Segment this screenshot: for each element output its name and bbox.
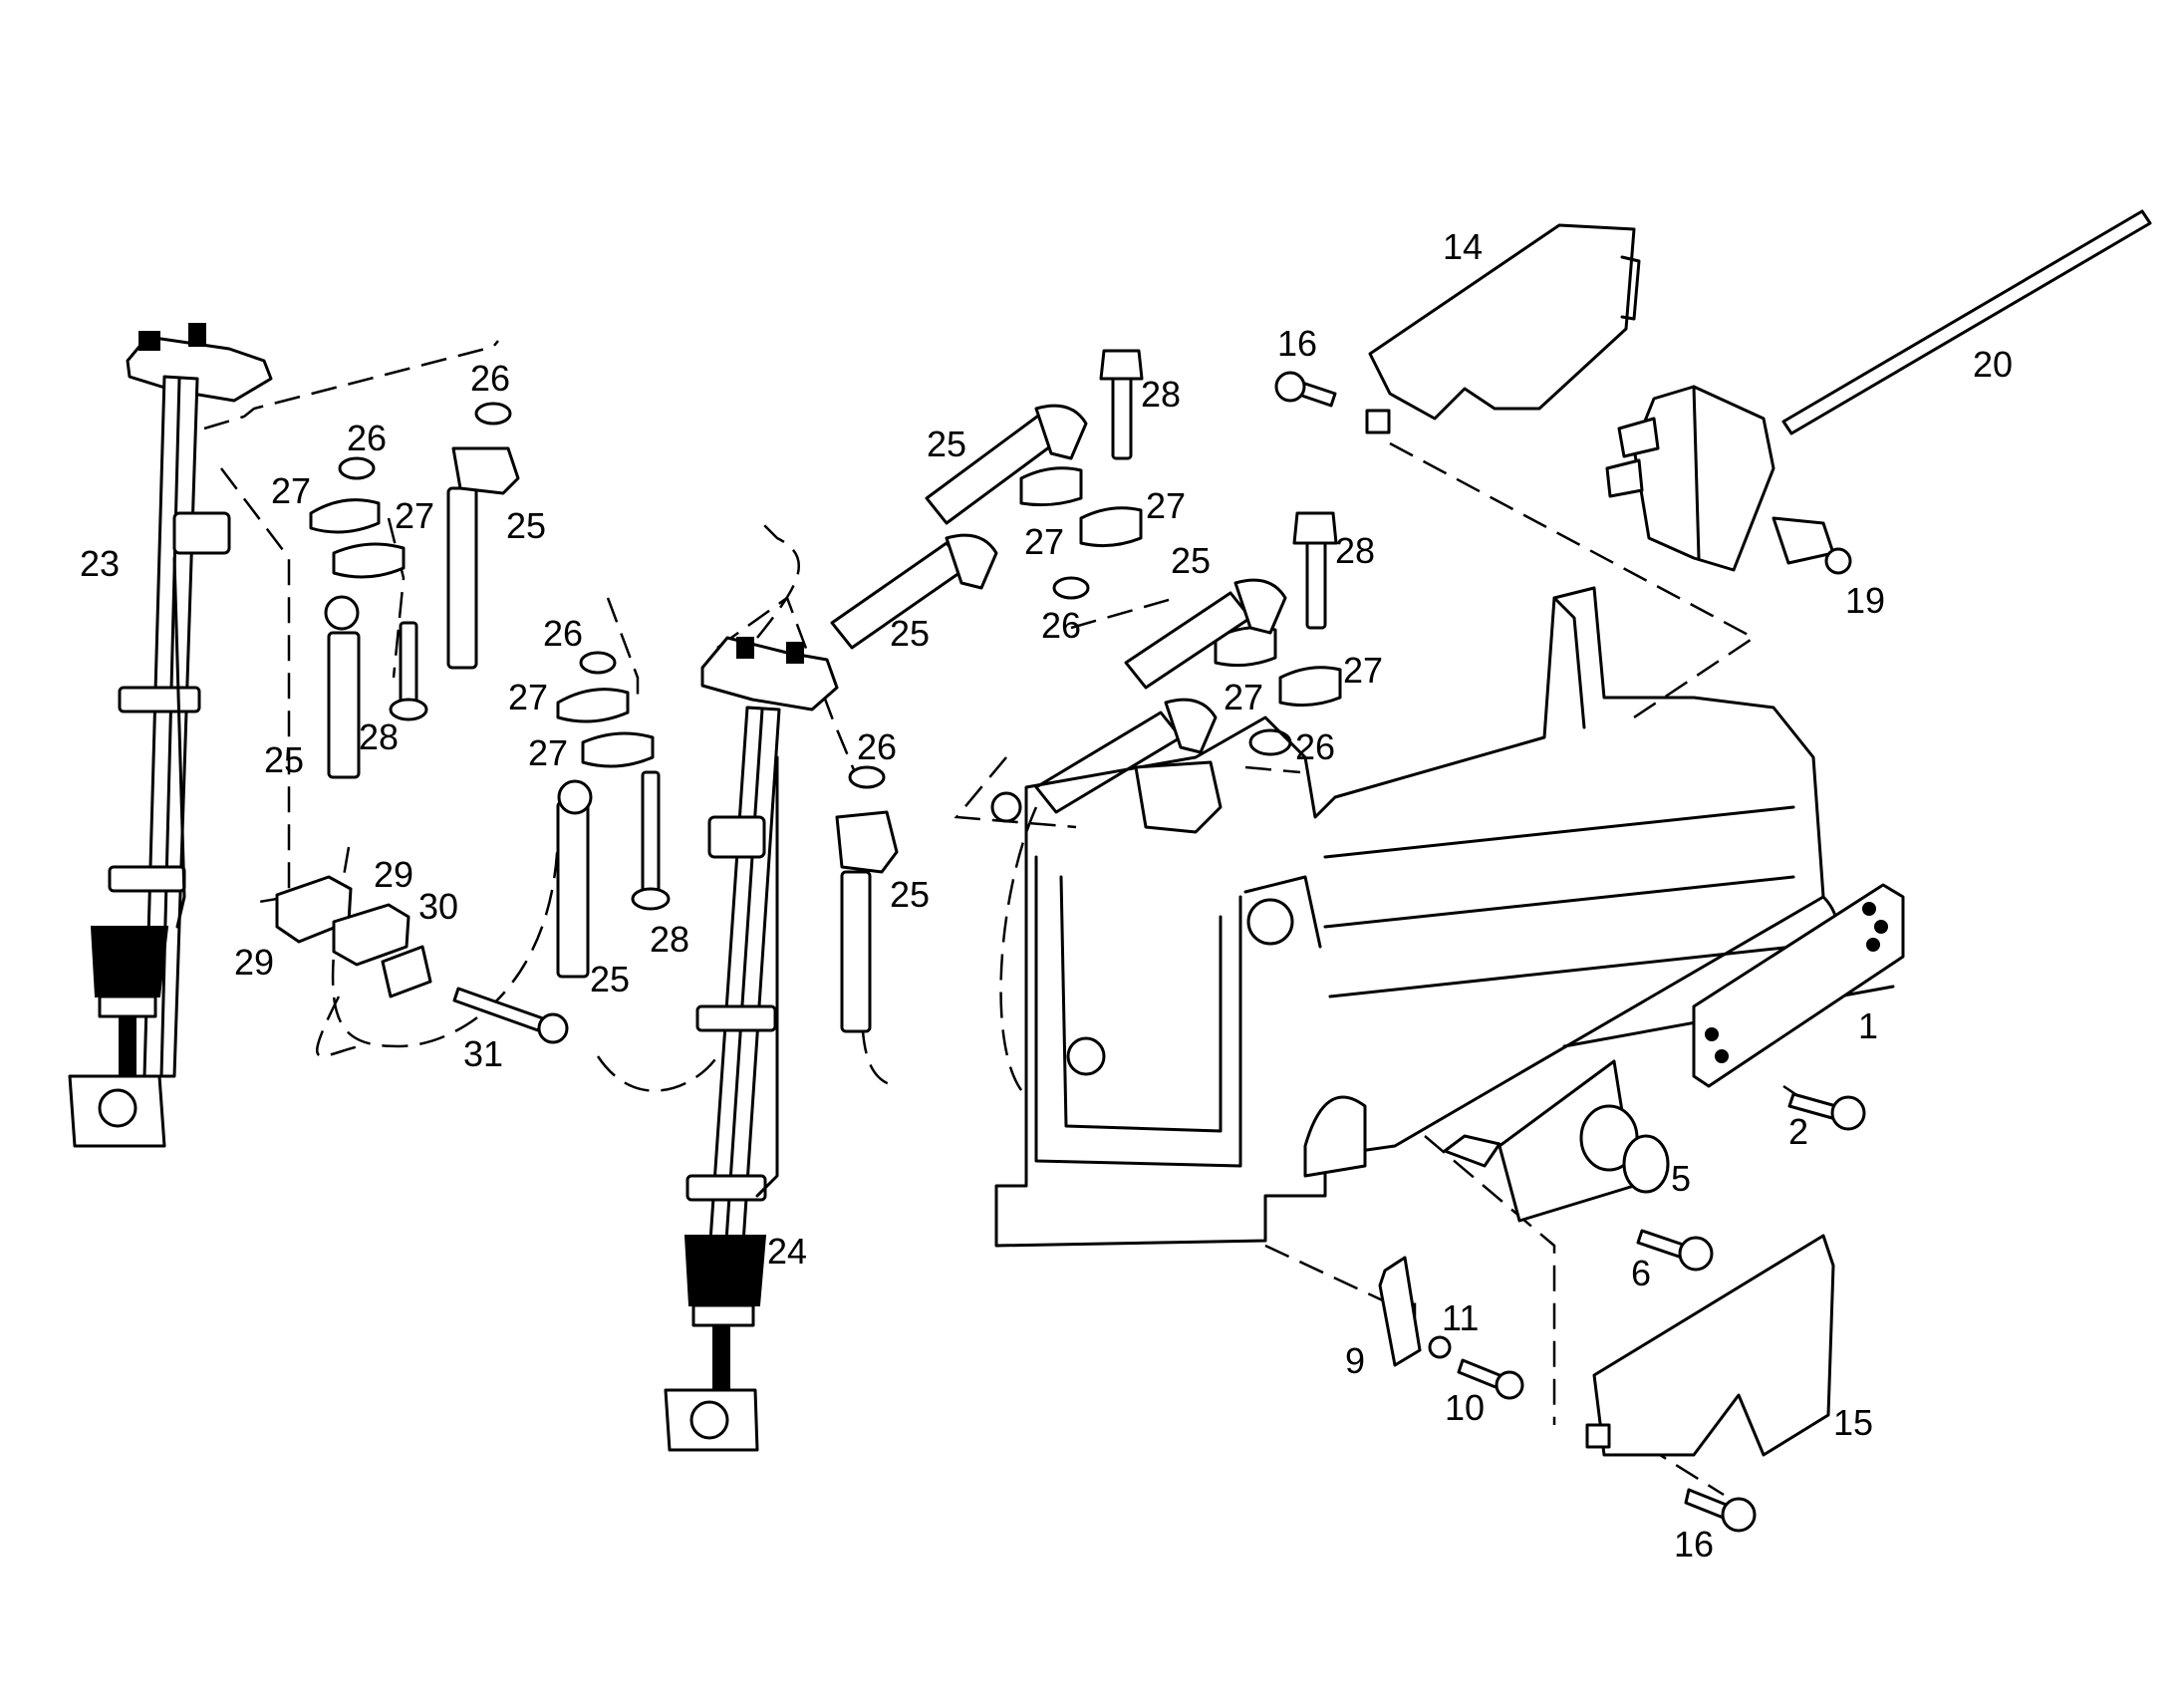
hydraulic-cylinder-23	[68, 323, 273, 1148]
callout-label: 19	[1845, 580, 1885, 621]
callout-label: 26	[1295, 726, 1335, 767]
callout-label: 27	[271, 470, 311, 511]
hydraulic-cylinder-24	[664, 636, 839, 1452]
callout-label: 15	[1833, 1402, 1873, 1443]
callout-label: 28	[1335, 530, 1375, 571]
callout-label: 16	[1674, 1524, 1714, 1564]
callout-label: 29	[234, 942, 274, 983]
loader-frame	[990, 586, 1895, 1248]
callout-label: 26	[1041, 605, 1081, 646]
assembly-leader-lines	[203, 340, 1814, 1497]
callout-label: 24	[767, 1231, 807, 1272]
callout-label: 25	[590, 959, 630, 999]
callout-label: 26	[470, 358, 510, 399]
callout-label: 25	[927, 424, 966, 464]
control-valve-19	[1605, 385, 1852, 575]
callout-label: 27	[1146, 485, 1186, 526]
callout-label: 25	[890, 874, 930, 915]
callout-label: 25	[890, 613, 930, 654]
callout-label: 9	[1345, 1340, 1365, 1381]
callout-label: 31	[463, 1033, 503, 1074]
callout-label: 27	[508, 677, 548, 717]
callout-label: 29	[374, 854, 413, 895]
control-rod-20	[1781, 209, 2152, 435]
callout-label: 28	[1141, 374, 1181, 415]
callout-label: 23	[80, 543, 120, 584]
callout-label: 26	[857, 726, 897, 767]
callout-label: 28	[359, 716, 399, 757]
callout-label: 28	[650, 919, 689, 960]
callout-label: 26	[543, 613, 583, 654]
callout-label: 6	[1631, 1253, 1651, 1293]
callout-label: 25	[506, 505, 546, 546]
side-plates-and-shields	[1274, 223, 1905, 1533]
callout-label: 26	[347, 418, 387, 458]
callout-label: 27	[1224, 677, 1263, 717]
callout-label: 20	[1973, 344, 2013, 385]
callout-label: 27	[1343, 650, 1383, 691]
callout-label: 25	[264, 739, 304, 780]
callout-labels: 2324252525252525252626262626262727272727…	[80, 226, 2013, 1564]
callout-label: 25	[1171, 540, 1211, 581]
callout-label: 27	[395, 495, 434, 536]
callout-label: 27	[1024, 521, 1064, 562]
fittings-and-hoses	[275, 349, 1342, 1044]
callout-label: 2	[1788, 1111, 1808, 1152]
callout-label: 5	[1671, 1158, 1691, 1199]
callout-label: 27	[528, 732, 568, 773]
callout-label: 10	[1445, 1387, 1485, 1428]
callout-label: 30	[418, 886, 458, 927]
callout-label: 11	[1442, 1297, 1479, 1338]
callout-label: 14	[1443, 226, 1483, 267]
callout-label: 16	[1277, 323, 1317, 364]
callout-label: 1	[1858, 1005, 1878, 1046]
